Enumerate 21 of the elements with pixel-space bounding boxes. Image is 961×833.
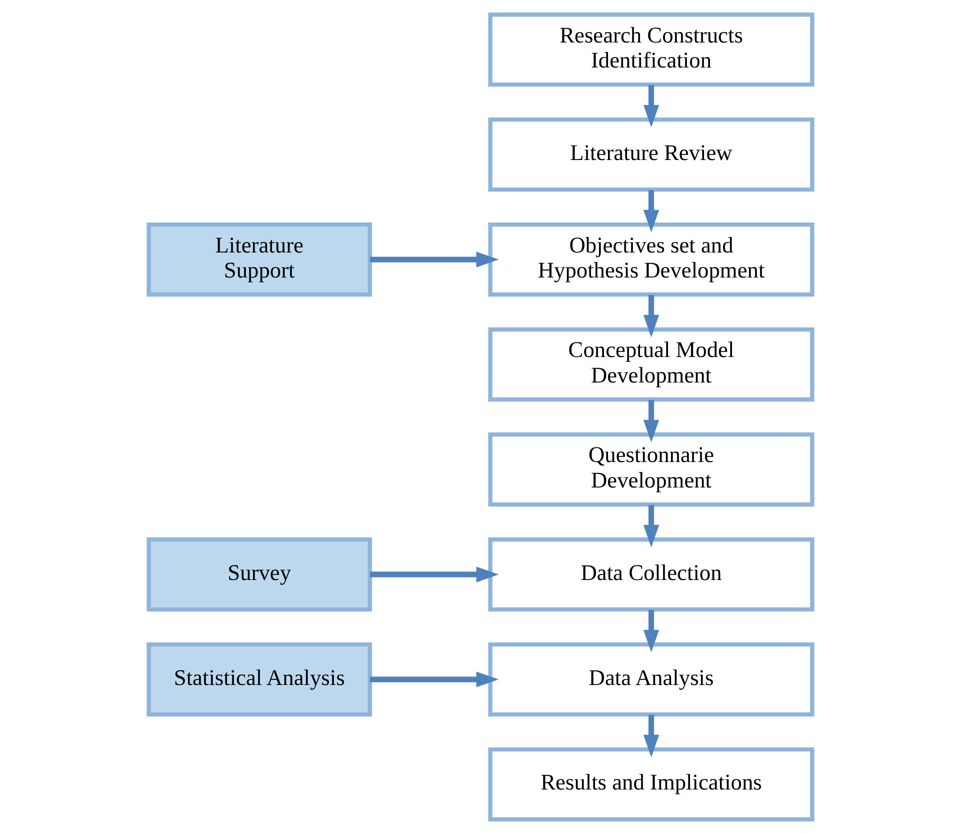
node-box: Conceptual Model Development [488, 326, 814, 402]
arrow [643, 190, 660, 232]
arrow [370, 671, 499, 687]
arrow [643, 84, 660, 127]
node-box: Survey [146, 536, 372, 612]
arrow [643, 609, 660, 652]
arrow [643, 399, 660, 442]
node-box: Data Analysis [488, 642, 814, 716]
arrow [370, 251, 499, 267]
node-box: Objectives set and Hypothesis Development [488, 222, 814, 296]
arrow [643, 294, 660, 337]
arrow [643, 714, 660, 757]
node-box: Literature Support [146, 222, 372, 296]
arrow [643, 504, 660, 547]
node-box: Literature Review [488, 116, 814, 192]
arrow [370, 566, 499, 582]
node-box: Research Constructs Identification [488, 12, 814, 86]
node-box: Data Collection [488, 536, 814, 612]
node-box: Results and Implications [488, 746, 814, 821]
node-box: Questionnarie Development [488, 432, 814, 506]
node-box: Statistical Analysis [146, 642, 372, 716]
